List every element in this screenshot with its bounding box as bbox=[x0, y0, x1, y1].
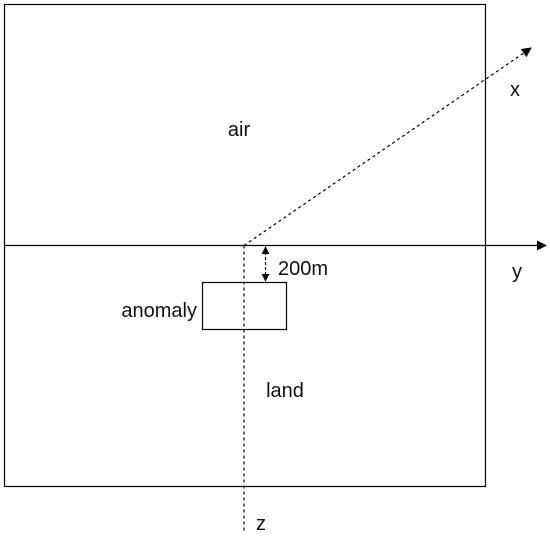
x-axis-label: x bbox=[510, 79, 520, 101]
air-label: air bbox=[228, 119, 251, 141]
y-axis-label: y bbox=[512, 261, 522, 283]
z-axis-label: z bbox=[256, 513, 266, 535]
anomaly-label: anomaly bbox=[121, 300, 197, 322]
depth-label: 200m bbox=[278, 258, 328, 280]
x-axis-line bbox=[243, 47, 532, 246]
land-label: land bbox=[266, 380, 304, 402]
anomaly-box bbox=[201, 281, 288, 331]
